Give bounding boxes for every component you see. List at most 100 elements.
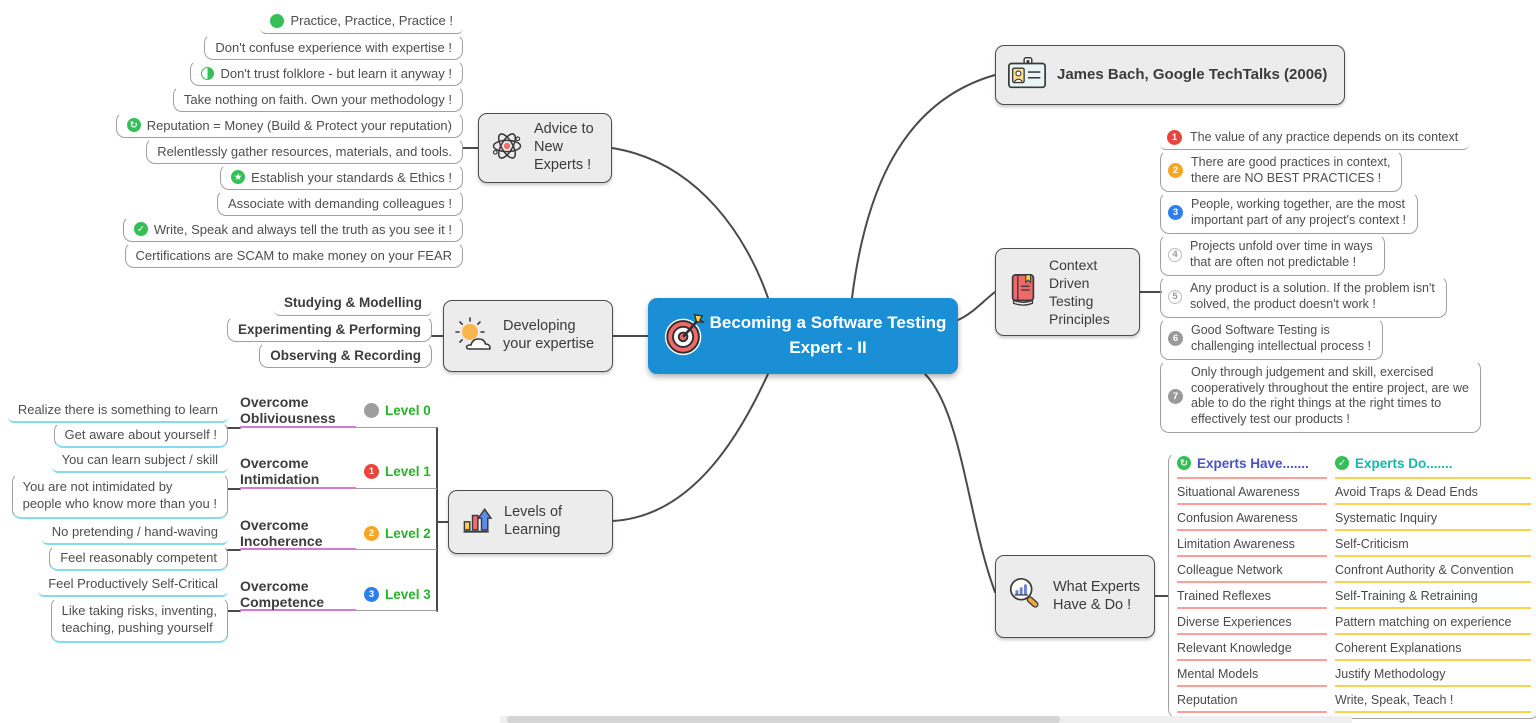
target-icon [662,311,708,362]
level-leaf[interactable]: Get aware about yourself ! [53,422,228,448]
advice-item[interactable]: Relentlessly gather resources, materials… [146,138,463,164]
sun-cloud-icon [454,314,494,359]
level3-badge: 3 [364,586,379,602]
experts-do-item[interactable]: Avoid Traps & Dead Ends [1335,479,1531,505]
advice-item[interactable]: ✓Write, Speak and always tell the truth … [122,216,463,242]
refresh-circle-icon: ↻ [126,118,141,132]
levels-node-title: Levels of Learning [504,504,563,538]
experts-have-item[interactable]: Diverse Experiences [1177,609,1327,635]
level-label: Level 3 [385,586,431,602]
developing-item[interactable]: Studying & Modelling [274,290,432,316]
experts-have-item[interactable]: Mental Models [1177,661,1327,687]
developing-item[interactable]: Experimenting & Performing [226,316,432,342]
level-leaf[interactable]: Feel reasonably competent [49,545,228,571]
level2-badge: 2 [364,525,379,541]
level-leaf[interactable]: You can learn subject / skill [51,447,228,473]
level0-badge [364,403,379,418]
experts-have-item[interactable]: Confusion Awareness [1177,505,1327,531]
advice-item[interactable]: Certifications are SCAM to make money on… [124,242,463,268]
badge-7: 7 [1168,388,1183,404]
james-bach-title: James Bach, Google TechTalks (2006) [1057,65,1328,83]
id-card-icon [1006,54,1048,97]
experts-have-item[interactable]: Reputation [1177,687,1327,713]
experts-have-item[interactable]: Relevant Knowledge [1177,635,1327,661]
horizontal-scrollbar-thumb[interactable] [507,716,1060,723]
badge-2: 2 [1168,163,1183,178]
badge-5: 5 [1168,289,1182,304]
experts-do-item[interactable]: Systematic Inquiry [1335,505,1531,531]
what-experts-node-title: What Experts Have & Do ! [1053,578,1141,613]
advice-item[interactable]: Practice, Practice, Practice ! [260,8,463,34]
overcome-obliviousness-topic[interactable]: Overcome Obliviousness Level 0 [240,394,437,428]
star-circle-icon: ★ [231,170,246,184]
atom-icon [489,128,525,169]
advice-item[interactable]: Associate with demanding colleagues ! [216,190,463,216]
badge-6: 6 [1168,331,1183,346]
check-circle-icon: ✓ [1335,456,1349,470]
advice-item[interactable]: ↻Reputation = Money (Build & Protect you… [115,112,463,138]
experts-do-item[interactable]: Coherent Explanations [1335,635,1531,661]
experts-do-item[interactable]: Justify Methodology [1335,661,1531,687]
advice-item[interactable]: Don't trust folklore - but learn it anyw… [190,60,463,86]
advice-item[interactable]: Take nothing on faith. Own your methodol… [172,86,463,112]
experts-do-item[interactable]: Pattern matching on experience [1335,609,1531,635]
central-topic-title: Becoming a Software Testing Expert - II [709,313,947,357]
level-label: Level 0 [385,403,431,418]
context-node-title: Context Driven Testing Principles [1049,256,1110,328]
red-book-icon [1006,271,1040,314]
level-leaf[interactable]: Like taking risks, inventing, teaching, … [50,597,228,643]
experts-have-item[interactable]: Colleague Network [1177,557,1327,583]
check-circle-icon: ✓ [133,222,148,236]
badge-1: 1 [1167,130,1182,145]
advice-item[interactable]: ★Establish your standards & Ethics ! [220,164,463,190]
james-bach-node[interactable]: James Bach, Google TechTalks (2006) [995,45,1345,105]
developing-items-group: Studying & Modelling Experimenting & Per… [226,290,432,368]
refresh-circle-icon: ↻ [1177,456,1191,470]
level-leaf[interactable]: You are not intimidated by people who kn… [11,473,228,519]
advice-item[interactable]: Don't confuse experience with expertise … [204,34,463,60]
experts-do-item[interactable]: Write, Speak, Teach ! [1335,687,1531,713]
developing-item[interactable]: Observing & Recording [259,342,432,368]
levels-node[interactable]: Levels of Learning [448,490,613,554]
green-dot-icon [270,13,285,28]
level-leaf[interactable]: Feel Productively Self-Critical [38,571,228,597]
level-label: Level 1 [385,464,431,479]
context-node[interactable]: Context Driven Testing Principles [995,248,1140,336]
level-leaf[interactable]: No pretending / hand-waving [41,519,228,545]
central-topic[interactable]: Becoming a Software Testing Expert - II [648,298,958,374]
experts-do-item[interactable]: Confront Authority & Convention [1335,557,1531,583]
developing-node-title: Developing your expertise [503,318,595,352]
experts-table: ↻Experts Have....... ✓Experts Do....... … [1168,452,1536,719]
advice-node[interactable]: Advice to New Experts ! [478,113,612,183]
experts-do-item[interactable]: Self-Training & Retraining [1335,583,1531,609]
level1-badge: 1 [364,464,379,479]
magnifier-chart-icon [1006,575,1044,618]
level-leaf[interactable]: Realize there is something to learn [7,397,228,423]
experts-do-item[interactable]: Self-Criticism [1335,531,1531,557]
experts-have-item[interactable]: Situational Awareness [1177,479,1327,505]
experts-do-header[interactable]: ✓Experts Do....... [1335,453,1531,479]
badge-3: 3 [1168,205,1183,220]
advice-items-group: Practice, Practice, Practice ! Don't con… [115,8,463,268]
bar-chart-icon [459,502,495,543]
what-experts-node[interactable]: What Experts Have & Do ! [995,555,1155,638]
badge-4: 4 [1168,247,1182,262]
experts-have-item[interactable]: Limitation Awareness [1177,531,1327,557]
developing-node[interactable]: Developing your expertise [443,300,613,372]
experts-have-header[interactable]: ↻Experts Have....... [1177,453,1327,479]
experts-have-item[interactable]: Trained Reflexes [1177,583,1327,609]
half-circle-icon [201,66,215,80]
